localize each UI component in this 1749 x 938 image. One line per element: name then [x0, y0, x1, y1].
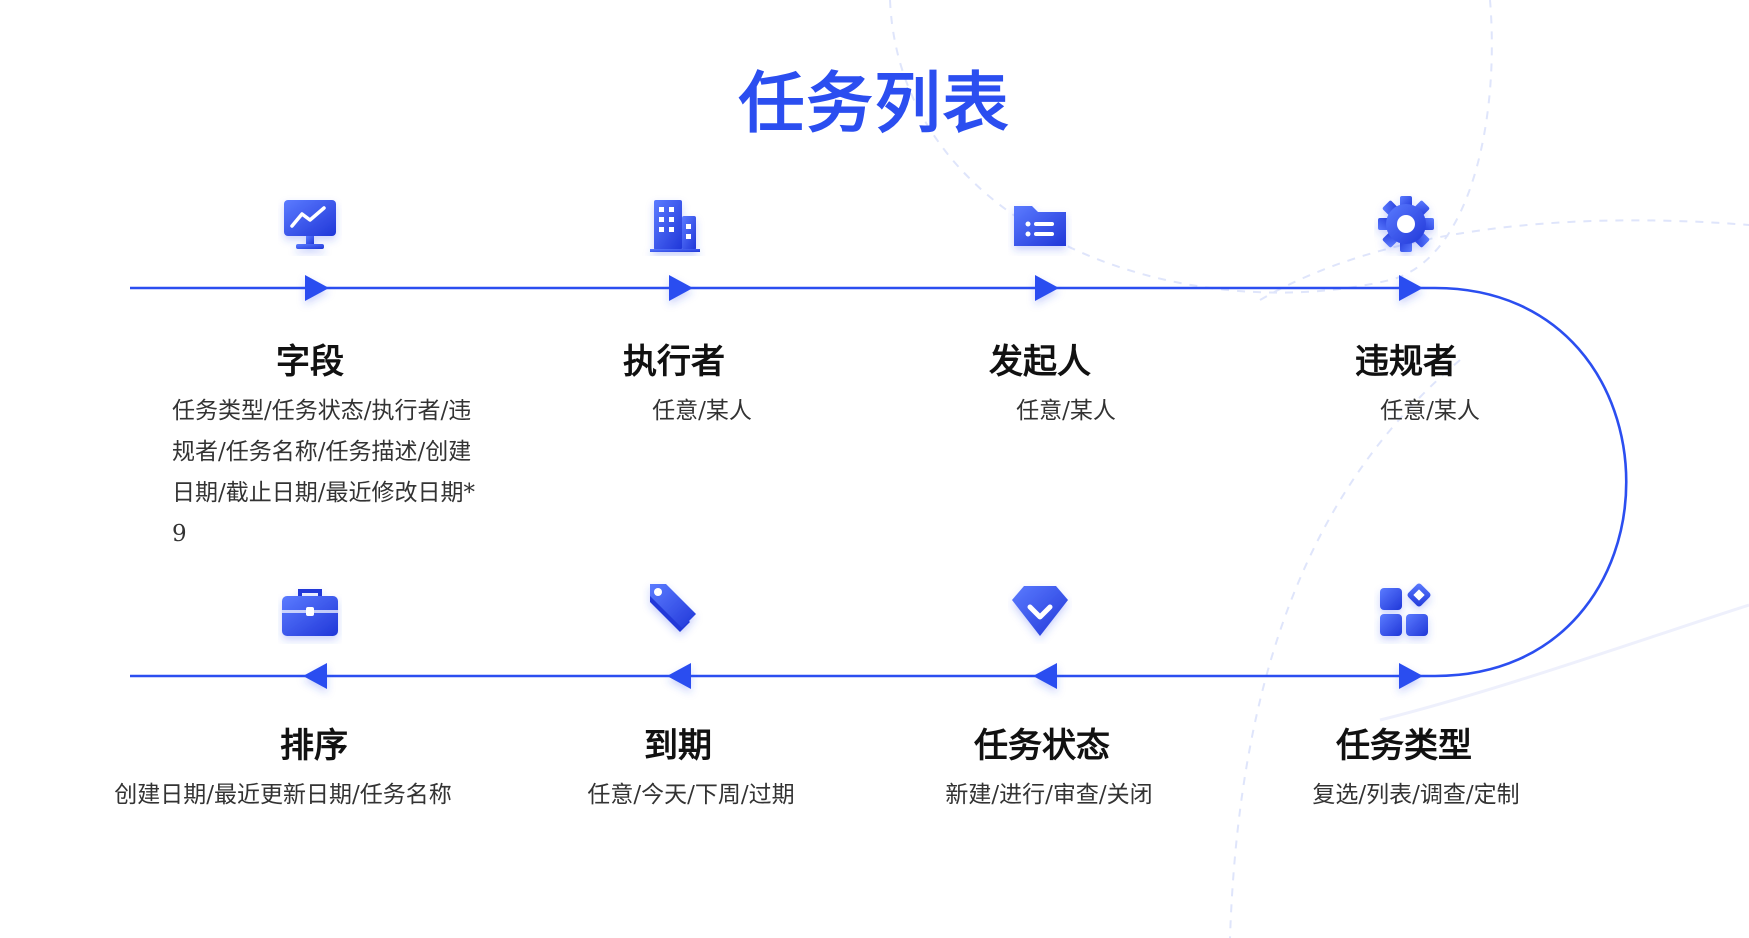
arrow-marker-violator: [1399, 275, 1423, 301]
bg-dashed-arc: [889, 0, 1493, 294]
monitor-chart-icon: [278, 192, 342, 256]
shield-check-icon: [1008, 580, 1072, 644]
arrow-marker-initiator: [1035, 275, 1059, 301]
briefcase-icon: [278, 580, 342, 644]
node-desc-initiator: 任意/某人: [1016, 398, 1116, 424]
arrow-marker-field: [305, 275, 329, 301]
arrow-marker-executor: [669, 275, 693, 301]
bg-dashed-arc: [1259, 219, 1749, 301]
gear-icon: [1374, 192, 1438, 256]
arrow-marker-due: [667, 663, 691, 689]
background-decoration: [889, 0, 1749, 938]
folder-list-icon: [1008, 192, 1072, 256]
node-label-executor: 执行者: [623, 342, 725, 382]
node-desc-executor: 任意/某人: [652, 398, 752, 424]
bg-soft-curve: [1379, 603, 1749, 722]
node-desc-type: 复选/列表/调查/定制: [1312, 782, 1520, 808]
node-label-status: 任务状态: [974, 726, 1110, 766]
building-icon: [642, 192, 706, 256]
arrow-marker-type: [1399, 663, 1423, 689]
bg-dashed-arc: [1229, 359, 1461, 938]
node-desc-status: 新建/进行/审查/关闭: [945, 782, 1153, 808]
node-label-sort: 排序: [280, 726, 348, 766]
node-desc-sort: 创建日期/最近更新日期/任务名称: [114, 782, 452, 808]
node-label-initiator: 发起人: [989, 342, 1091, 382]
arrow-marker-status: [1033, 663, 1057, 689]
node-label-due: 到期: [644, 726, 712, 766]
node-label-type: 任务类型: [1336, 726, 1472, 766]
apps-icon: [1374, 580, 1438, 644]
node-label-violator: 违规者: [1355, 342, 1457, 382]
node-desc-due: 任意/今天/下周/过期: [587, 782, 795, 808]
tag-icon: [642, 580, 706, 644]
node-label-field: 字段: [276, 342, 344, 382]
timeline-arrows: [303, 275, 1423, 689]
arrow-marker-sort: [303, 663, 327, 689]
timeline-connector-curve: [1434, 286, 1628, 678]
node-desc-violator: 任意/某人: [1380, 398, 1480, 424]
node-desc-field: 任务类型/任务状态/执行者/违规者/任务名称/任务描述/创建日期/截止日期/最近…: [172, 398, 475, 547]
timeline-path: [130, 286, 1628, 678]
page-title: 任务列表: [738, 65, 1011, 142]
